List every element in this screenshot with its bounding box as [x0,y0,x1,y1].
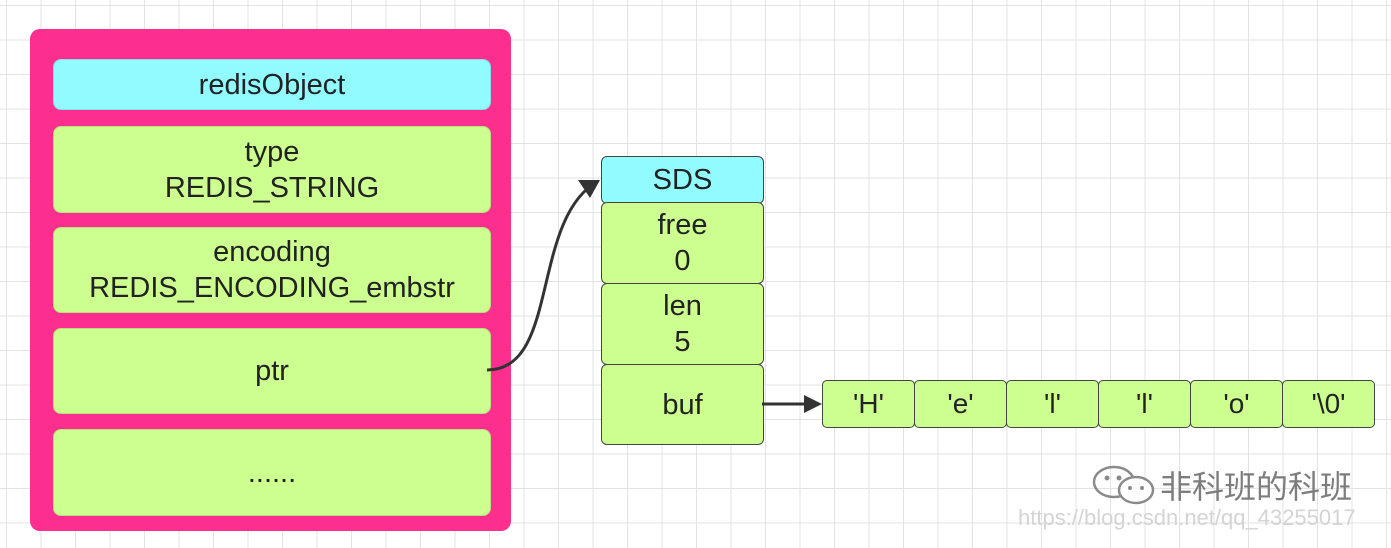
free-value: 0 [674,245,691,277]
buf-cell-text: 'l' [1044,388,1061,419]
buf-arrow-head [804,395,822,413]
buf-cell-text: 'H' [853,388,884,419]
buf-cell-text: 'o' [1223,388,1250,419]
buf-cell: '\0' [1282,380,1375,428]
buf-cell: 'e' [914,380,1007,428]
buf-cell: 'o' [1190,380,1283,428]
ptr-to-sds-arrow [486,179,599,372]
encoding-field: encoding REDIS_ENCODING_embstr [53,227,491,313]
len-value: 5 [674,326,691,358]
sds-title-text: SDS [652,164,713,196]
redis-object-title: redisObject [53,59,491,110]
watermark-brand: 非科班的科班 [1160,469,1353,505]
free-label: free [657,209,708,241]
wechat-logo-icon [1092,465,1155,505]
ptr-field: ptr [53,328,491,414]
redis-object-title-text: redisObject [198,68,346,101]
buf-cell: 'H' [822,380,915,428]
ptr-label: ptr [255,355,289,387]
buf-cell-text: '\0' [1311,388,1346,419]
type-field: type REDIS_STRING [53,126,491,213]
type-value: REDIS_STRING [164,171,380,204]
more-fields: ...... [53,429,491,516]
ptr-arrow-head [578,180,600,198]
encoding-value: REDIS_ENCODING_embstr [89,272,455,304]
type-label: type [244,135,300,168]
buf-cell: 'l' [1006,380,1099,428]
len-label: len [663,290,702,322]
watermark-url: https://blog.csdn.net/qq_43255017 [1018,505,1356,530]
buf-cell-text: 'e' [947,388,974,419]
more-fields-label: ...... [247,456,297,489]
sds-len-field: len 5 [601,283,764,365]
encoding-label: encoding [213,236,331,268]
buf-cell: 'l' [1098,380,1191,428]
buf-label: buf [662,388,703,421]
sds-free-field: free 0 [601,202,764,284]
buf-cell-text: 'l' [1136,388,1153,419]
redis-object-container: redisObject type REDIS_STRING encoding R… [30,29,511,531]
